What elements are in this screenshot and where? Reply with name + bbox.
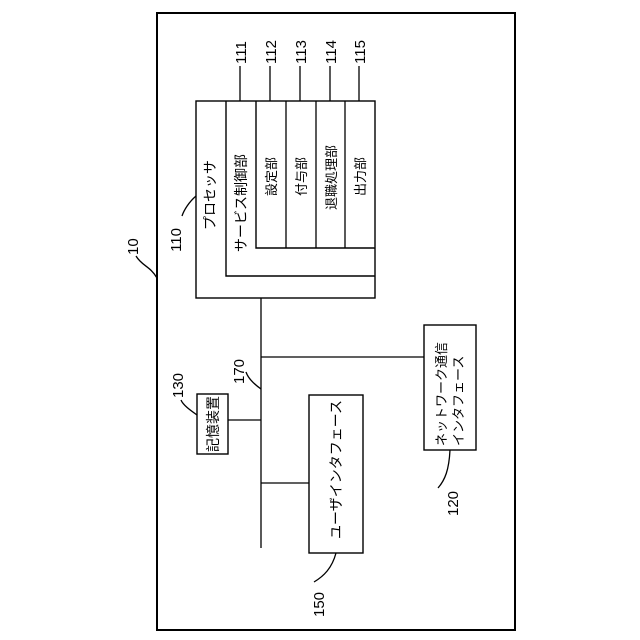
service-control-ref: 111 bbox=[233, 41, 250, 64]
service-control-label: サービス制御部 bbox=[234, 154, 250, 252]
system-ref: 10 bbox=[125, 238, 142, 255]
setting-ref: 112 bbox=[263, 40, 280, 64]
output-ref: 115 bbox=[352, 40, 369, 64]
user-if-label: ユーザインタフェース bbox=[329, 400, 345, 539]
bus-ref: 170 bbox=[231, 359, 248, 384]
processor-label: プロセッサ bbox=[203, 160, 219, 230]
network-if-label-line2: インタフェース bbox=[452, 356, 467, 446]
system-leader bbox=[136, 256, 157, 278]
retirement-ref: 114 bbox=[323, 40, 340, 64]
user-if-ref: 150 bbox=[311, 592, 328, 617]
grant-ref: 113 bbox=[293, 40, 310, 64]
output-label: 出力部 bbox=[354, 157, 369, 196]
network-if-box bbox=[424, 325, 476, 450]
network-if-label-line1: ネットワーク通信 bbox=[435, 342, 450, 446]
setting-label: 設定部 bbox=[264, 157, 280, 196]
retirement-label: 退職処理部 bbox=[325, 145, 340, 210]
storage-label: 記憶装置 bbox=[205, 396, 222, 452]
grant-label: 付与部 bbox=[295, 157, 310, 196]
storage-ref: 130 bbox=[170, 373, 187, 398]
network-if-ref: 120 bbox=[445, 491, 462, 516]
processor-ref: 110 bbox=[168, 228, 185, 252]
